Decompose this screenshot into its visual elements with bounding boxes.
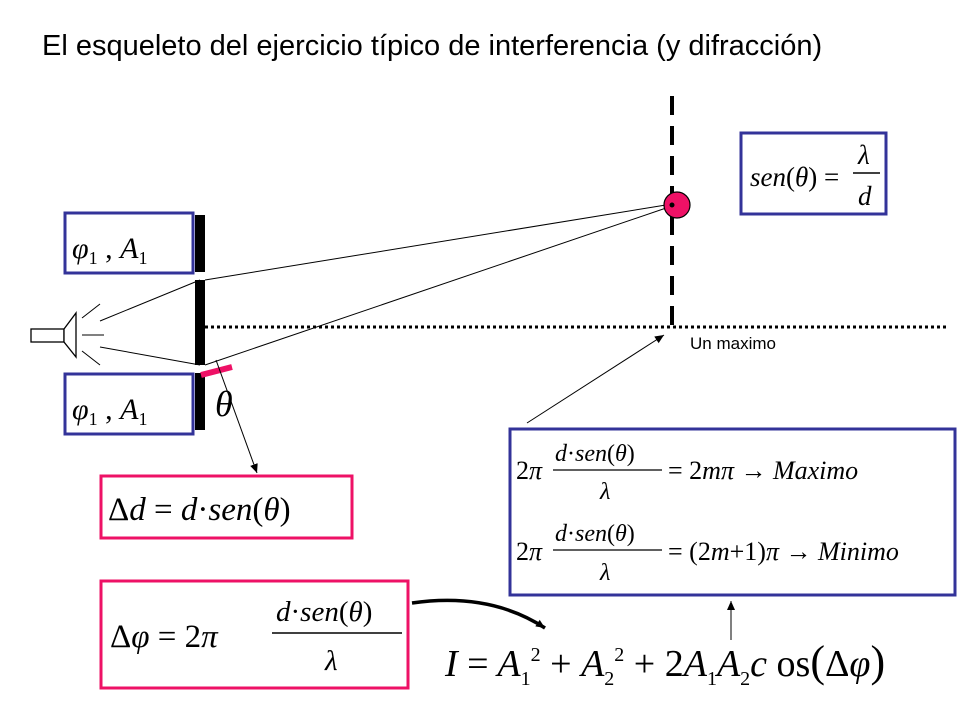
arrow-to-maximum	[526, 334, 665, 424]
svg-text:2π: 2π	[516, 456, 543, 485]
source-top-box: φ1 , A1	[63, 211, 195, 275]
angle-theta-label: θ	[215, 384, 233, 424]
ray-source-to-top-slit	[99, 279, 201, 322]
dot-icon	[663, 191, 691, 219]
svg-text:d·sen(θ): d·sen(θ)	[555, 521, 635, 547]
svg-text:φ1 , A1: φ1 , A1	[72, 232, 147, 268]
maximo-condition: 2π d·sen(θ) λ = 2mπ → Maximo	[516, 441, 858, 505]
svg-text:d: d	[858, 181, 872, 211]
page-title: El esqueleto del ejercicio típico de int…	[42, 30, 822, 62]
speaker-icon	[30, 303, 104, 366]
svg-text:= (2m+1)π → Minimo: = (2m+1)π → Minimo	[668, 537, 899, 566]
maximum-label: Un maximo	[690, 334, 776, 353]
source-bottom-box: φ1 , A1	[63, 372, 195, 436]
phase-difference-box: Δφ = 2π d·sen(θ) λ	[99, 579, 410, 690]
svg-text:Δφ = 2π: Δφ = 2π	[110, 619, 219, 655]
svg-text:λ: λ	[599, 479, 610, 505]
ray-bottom-slit-to-point	[204, 205, 673, 366]
svg-text:d·sen(θ): d·sen(θ)	[555, 441, 635, 467]
svg-text:φ1 , A1: φ1 , A1	[72, 393, 147, 429]
max-condition-box: sen(θ) = λ d	[739, 131, 888, 216]
conditions-box: 2π d·sen(θ) λ = 2mπ → Maximo 2π d·sen(θ)…	[508, 427, 957, 597]
path-difference-segment	[200, 364, 233, 378]
ray-top-slit-to-point	[204, 203, 673, 281]
svg-text:λ: λ	[599, 560, 610, 586]
minimo-condition: 2π d·sen(θ) λ = (2m+1)π → Minimo	[516, 521, 899, 586]
double-slit-barrier	[195, 215, 205, 430]
svg-text:λ: λ	[857, 140, 870, 170]
svg-text:I = A12 + A22 + 2A1A2c os(Δφ): I = A12 + A22 + 2A1A2c os(Δφ)	[444, 637, 885, 690]
svg-text:λ: λ	[324, 645, 338, 677]
svg-text:2π: 2π	[516, 537, 543, 566]
arrow-to-intensity	[411, 598, 546, 630]
svg-text:d·sen(θ): d·sen(θ)	[276, 596, 372, 628]
svg-text:= 2mπ → Maximo: = 2mπ → Maximo	[668, 456, 858, 485]
svg-text:Δd = d·sen(θ): Δd = d·sen(θ)	[108, 492, 291, 528]
svg-text:sen(θ) =: sen(θ) =	[750, 162, 839, 192]
path-difference-box: Δd = d·sen(θ)	[99, 474, 354, 540]
arrow-to-path-difference	[215, 359, 258, 474]
ray-source-to-bottom-slit	[99, 346, 201, 366]
intensity-formula: I = A12 + A22 + 2A1A2c os(Δφ)	[444, 637, 885, 690]
ray-meeting-point	[669, 202, 675, 208]
